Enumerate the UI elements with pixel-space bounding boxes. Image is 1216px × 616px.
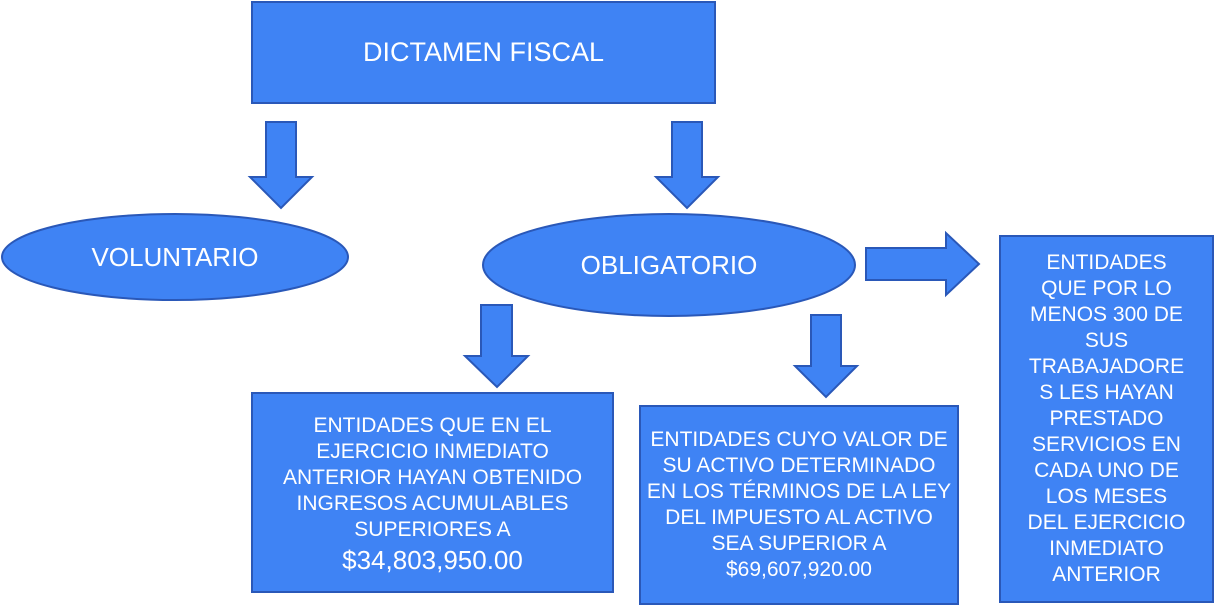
ingresos-box — [251, 392, 614, 593]
trabajadores-box — [999, 235, 1214, 603]
activo-box — [639, 405, 959, 605]
trabajadores-text: ENTIDADES QUE POR LO MENOS 300 DE SUS TR… — [1027, 251, 1186, 586]
activo-text-block: ENTIDADES CUYO VALOR DE SU ACTIVO DETERM… — [646, 408, 952, 602]
arrow-right-trabajadores — [865, 230, 981, 298]
title-box — [251, 1, 716, 104]
voluntario-label: VOLUNTARIO — [91, 241, 259, 272]
activo-amount: $69,607,920.00 — [726, 558, 872, 581]
obligatorio-label: OBLIGATORIO — [580, 249, 758, 280]
obligatorio-ellipse — [482, 213, 856, 317]
ingresos-text-block: ENTIDADES QUE EN EL EJERCICIO INMEDIATO … — [262, 398, 603, 587]
ingresos-amount: $34,803,950.00 — [342, 544, 523, 575]
arrow-down-activo — [792, 314, 860, 399]
arrow-down-ingresos — [462, 304, 531, 389]
arrow-down-voluntario — [247, 121, 315, 210]
title-label: DICTAMEN FISCAL — [362, 37, 605, 67]
voluntario-ellipse — [1, 213, 349, 301]
arrow-down-obligatorio — [653, 121, 721, 210]
activo-description: ENTIDADES CUYO VALOR DE SU ACTIVO DETERM… — [646, 428, 952, 555]
ingresos-description: ENTIDADES QUE EN EL EJERCICIO INMEDIATO … — [282, 413, 583, 541]
